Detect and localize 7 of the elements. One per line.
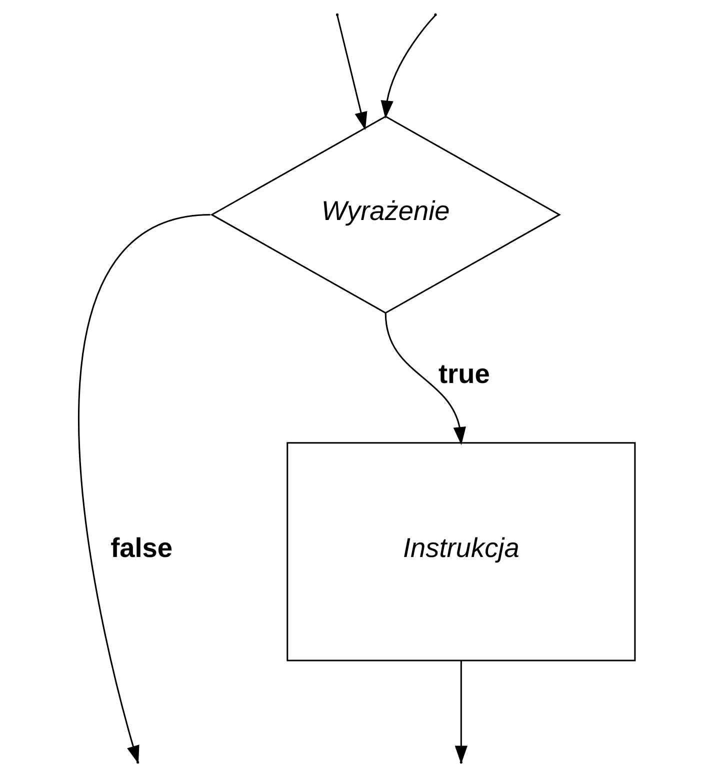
edge-label: true (438, 358, 490, 390)
arrow (384, 312, 466, 446)
arrow (336, 15, 367, 130)
node-box: Instrukcja (286, 442, 636, 662)
edge-label: false (110, 532, 172, 563)
arrow (380, 14, 436, 119)
node-diamond: Wyrażenie (210, 116, 560, 314)
